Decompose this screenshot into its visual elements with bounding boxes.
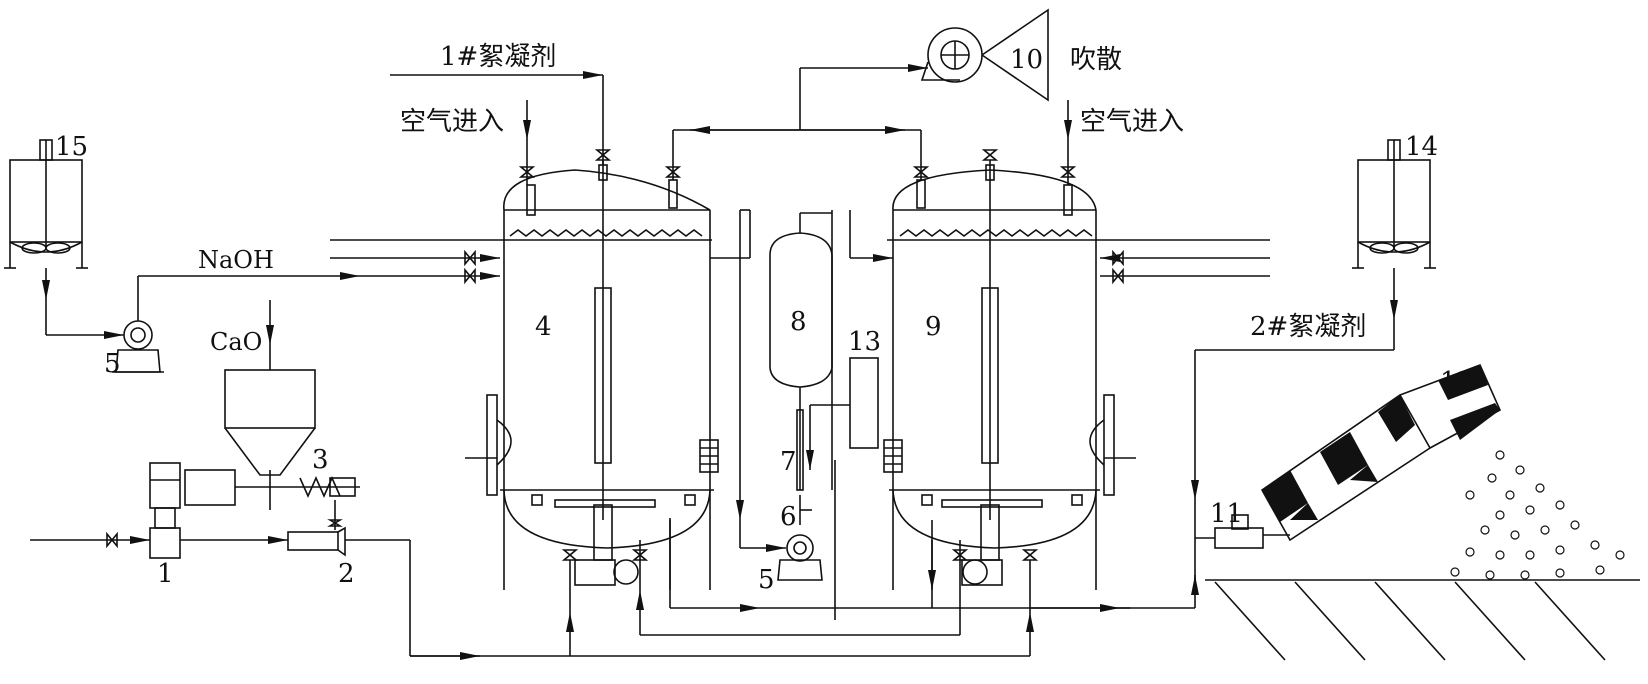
number-13: 13: [848, 327, 881, 357]
discharged-particles: [1450, 450, 1625, 580]
pump-11: [1214, 514, 1290, 549]
label-blow: 吹散: [1070, 45, 1122, 75]
vessel-8: [769, 232, 833, 525]
cao-hopper: [184, 369, 360, 510]
dosing-tank-15: [4, 139, 88, 269]
number-15: 15: [55, 132, 88, 162]
label-naoh: NaOH: [198, 246, 274, 274]
number-8: 8: [790, 307, 807, 337]
number-14: 14: [1405, 132, 1438, 162]
label-cao: CaO: [210, 328, 262, 356]
dosing-tank-14: [1352, 139, 1436, 269]
reactor-tank-9: [883, 160, 1136, 590]
number-12: 12: [1440, 367, 1473, 397]
screw-conveyor-12-pattern: [1262, 365, 1500, 522]
number-3: 3: [312, 445, 329, 475]
reactor-tank-4: [465, 160, 719, 590]
number-2: 2: [338, 559, 355, 589]
number-1: 1: [157, 559, 174, 589]
number-11: 11: [1210, 499, 1243, 529]
pump-5-center: [777, 534, 823, 581]
label-air-in-right: 空气进入: [1080, 107, 1184, 137]
ejector-2: [287, 500, 346, 557]
ground: [1205, 579, 1640, 661]
label-air-in-left: 空气进入: [400, 107, 504, 137]
number-6: 6: [780, 502, 797, 532]
piping: [30, 64, 1398, 660]
number-4: 4: [535, 312, 552, 342]
number-5-left: 5: [104, 349, 121, 379]
number-7: 7: [780, 447, 797, 477]
blower-fan-10: [920, 8, 1049, 102]
box-13: [849, 357, 879, 449]
valves: [106, 149, 1124, 561]
number-10: 10: [1010, 45, 1043, 75]
number-9: 9: [925, 312, 942, 342]
pump-1: [149, 462, 181, 559]
number-5-center: 5: [758, 565, 775, 595]
label-flocculant-1: 1#絮凝剂: [440, 42, 556, 72]
label-flocculant-2: 2#絮凝剂: [1250, 312, 1366, 342]
